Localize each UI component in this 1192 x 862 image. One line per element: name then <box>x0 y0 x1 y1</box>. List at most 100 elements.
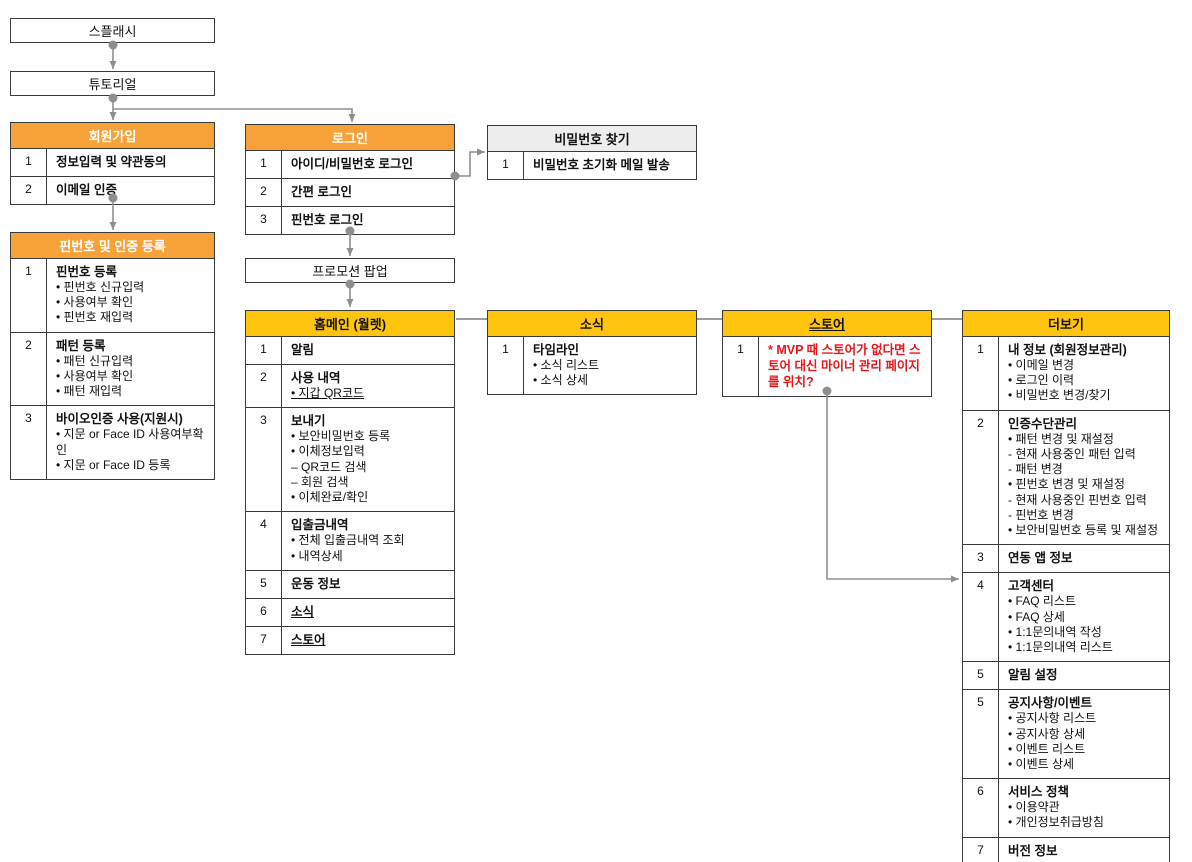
row-item: • 이체완료/확인 <box>291 490 369 505</box>
row-title: 비밀번호 초기화 메일 발송 <box>533 158 670 172</box>
node-login-title: 로그인 <box>332 131 368 146</box>
row-content: 간편 로그인 <box>282 179 454 206</box>
row-number: 4 <box>963 573 999 662</box>
row-title: 핀번호 로그인 <box>291 213 364 227</box>
row-number: 3 <box>246 207 282 234</box>
node-news-title: 소식 <box>580 317 604 332</box>
row-content: 알림 <box>282 337 454 364</box>
row-item: • FAQ 리스트 <box>1008 594 1076 609</box>
row-item: • 지갑 QR코드 <box>291 386 365 400</box>
row-content: 입출금내역• 전체 입출금내역 조회• 내역상세 <box>282 512 454 569</box>
node-tutorial[interactable]: 튜토리얼 <box>10 71 215 96</box>
login-row-3[interactable]: 3 핀번호 로그인 <box>246 207 454 234</box>
node-store-title: 스토어 <box>809 317 845 332</box>
row-item: – 회원 검색 <box>291 474 349 489</box>
row-item: • 공지사항 리스트 <box>1008 711 1097 726</box>
row-content: 패턴 등록• 패턴 신규입력• 사용여부 확인• 패턴 재입력 <box>47 333 214 406</box>
row-content: 바이오인증 사용(지원시)• 지문 or Face ID 사용여부확인• 지문 … <box>47 406 214 479</box>
row-item: – QR코드 검색 <box>291 459 367 474</box>
row-title: 인증수단관리 <box>1008 416 1078 431</box>
row-title: 버전 정보 <box>1008 843 1058 858</box>
row-number: 7 <box>963 837 999 862</box>
row-item: • 소식 리스트 <box>533 358 600 372</box>
store-row-1[interactable]: 1* MVP 때 스토어가 없다면 스토어 대신 마이너 관리 페이지를 위치? <box>723 337 931 396</box>
node-home-main-wallet-header[interactable]: 홈메인 (월렛) <box>246 311 454 337</box>
row-item: • 사용여부 확인 <box>56 295 134 310</box>
row-content: 내 정보 (회원정보관리)• 이메일 변경• 로그인 이력• 비밀번호 변경/찾… <box>999 337 1169 410</box>
row-content: 고객센터• FAQ 리스트• FAQ 상세• 1:1문의내역 작성• 1:1문의… <box>999 573 1169 661</box>
row-number: 5 <box>963 690 999 779</box>
row-number: 2 <box>246 179 282 206</box>
node-find-password-header[interactable]: 비밀번호 찾기 <box>488 126 696 152</box>
row-content: 알림 설정 <box>999 662 1169 689</box>
row-title: 간편 로그인 <box>291 185 352 199</box>
node-pin-auth-registration-header[interactable]: 핀번호 및 인증 등록 <box>11 233 214 259</box>
row-content: 버전 정보 <box>999 838 1169 862</box>
node-more-header[interactable]: 더보기 <box>963 311 1169 337</box>
row-item: • 소식 상세 <box>533 373 589 388</box>
node-news-header[interactable]: 소식 <box>488 311 696 337</box>
node-find-password-title: 비밀번호 찾기 <box>554 132 630 147</box>
row-number: 1 <box>488 152 524 179</box>
login-row-2[interactable]: 2 간편 로그인 <box>246 179 454 207</box>
more-row-8[interactable]: 7 버전 정보 <box>963 837 1169 862</box>
row-item: • 개인정보취급방침 <box>1008 815 1104 830</box>
row-title: 알림 설정 <box>1008 668 1058 683</box>
node-splash-label: 스플래시 <box>88 24 137 39</box>
row-item: - 핀번호 변경 <box>1008 507 1074 522</box>
node-store-header[interactable]: 스토어 <box>723 311 931 337</box>
row-item: • 지문 or Face ID 등록 <box>56 457 171 472</box>
row-item: • 이체정보입력 <box>291 444 365 459</box>
row-title: 핀번호 등록 <box>56 265 117 279</box>
row-item: • 보안비밀번호 등록 <box>291 429 391 444</box>
node-login-header[interactable]: 로그인 <box>246 125 454 151</box>
node-splash[interactable]: 스플래시 <box>10 18 215 43</box>
findpw-row-1[interactable]: 1 비밀번호 초기화 메일 발송 <box>488 152 696 179</box>
row-number: 1 <box>11 149 47 176</box>
row-item: • 공지사항 상세 <box>1008 726 1086 741</box>
row-title: * MVP 때 스토어가 없다면 스토어 대신 마이너 관리 페이지를 위치? <box>768 343 921 389</box>
row-number: 2 <box>11 332 47 406</box>
row-item: • 이벤트 리스트 <box>1008 741 1086 756</box>
row-item: • 패턴 변경 및 재설정 <box>1008 431 1114 446</box>
row-number: 3 <box>246 408 282 512</box>
node-promotion-popup[interactable]: 프로모션 팝업 <box>245 258 455 283</box>
row-content: 아이디/비밀번호 로그인 <box>282 151 454 178</box>
row-item: • 전체 입출금내역 조회 <box>291 533 405 548</box>
node-tutorial-label: 튜토리얼 <box>88 77 137 92</box>
row-number: 1 <box>11 259 47 332</box>
row-title: 바이오인증 사용(지원시) <box>56 412 183 427</box>
row-content: 핀번호 로그인 <box>282 207 454 234</box>
node-signup-header[interactable]: 회원가입 <box>11 123 214 149</box>
row-item: • 핀번호 변경 및 재설정 <box>1008 477 1125 492</box>
row-number: 5 <box>246 570 282 598</box>
row-item: - 현재 사용중인 핀번호 입력 <box>1008 492 1147 507</box>
